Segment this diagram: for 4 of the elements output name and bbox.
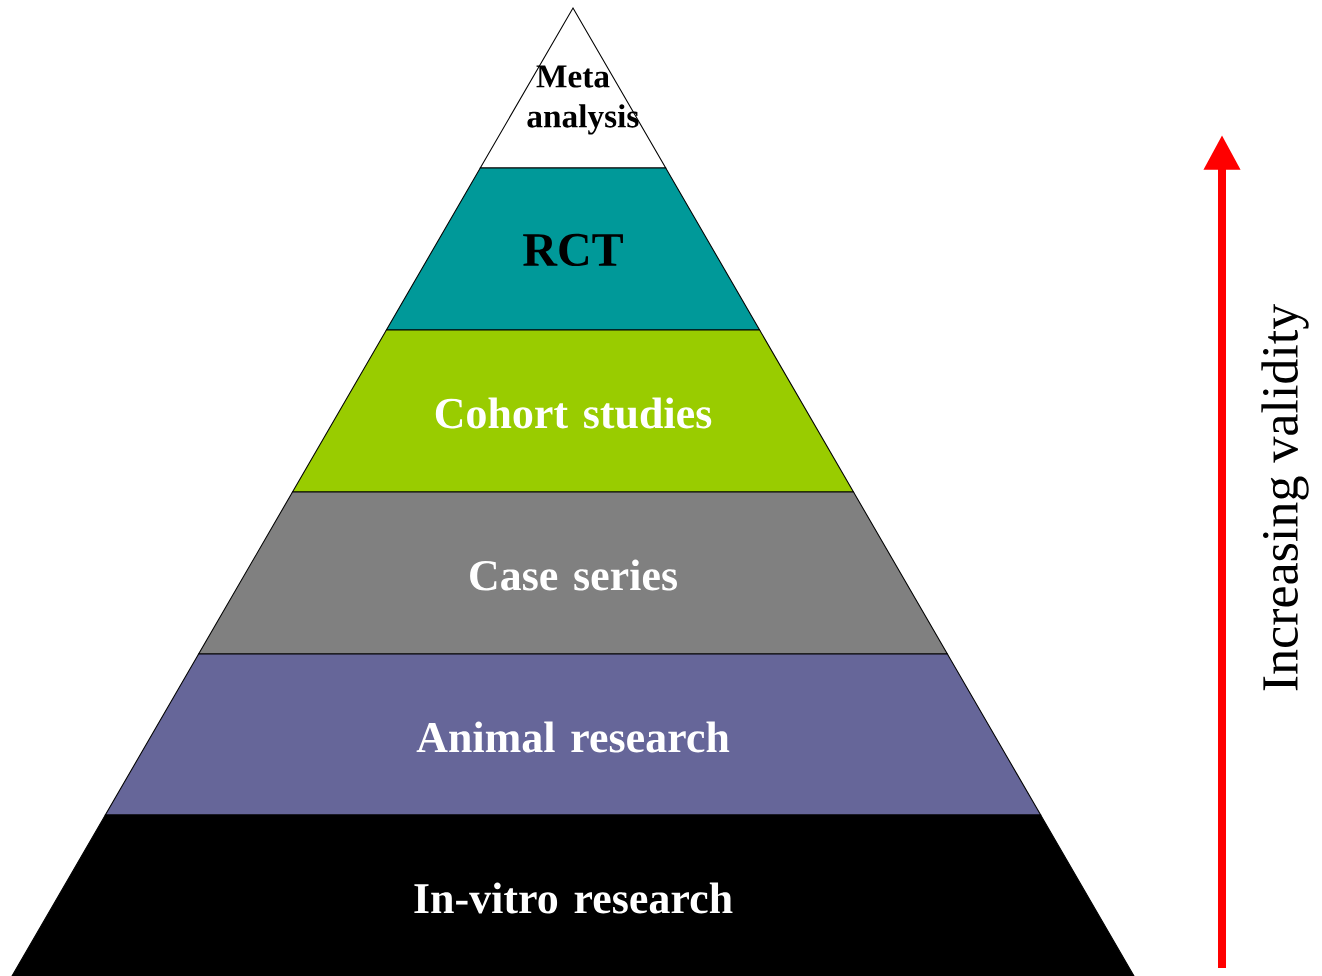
- axis-label: Increasing validity: [1261, 303, 1309, 691]
- pyramid-tier: RCT: [385, 167, 761, 331]
- pyramid-tier: In-vitro research: [11, 814, 1135, 976]
- pyramid-tier: Cohort studies: [291, 329, 855, 493]
